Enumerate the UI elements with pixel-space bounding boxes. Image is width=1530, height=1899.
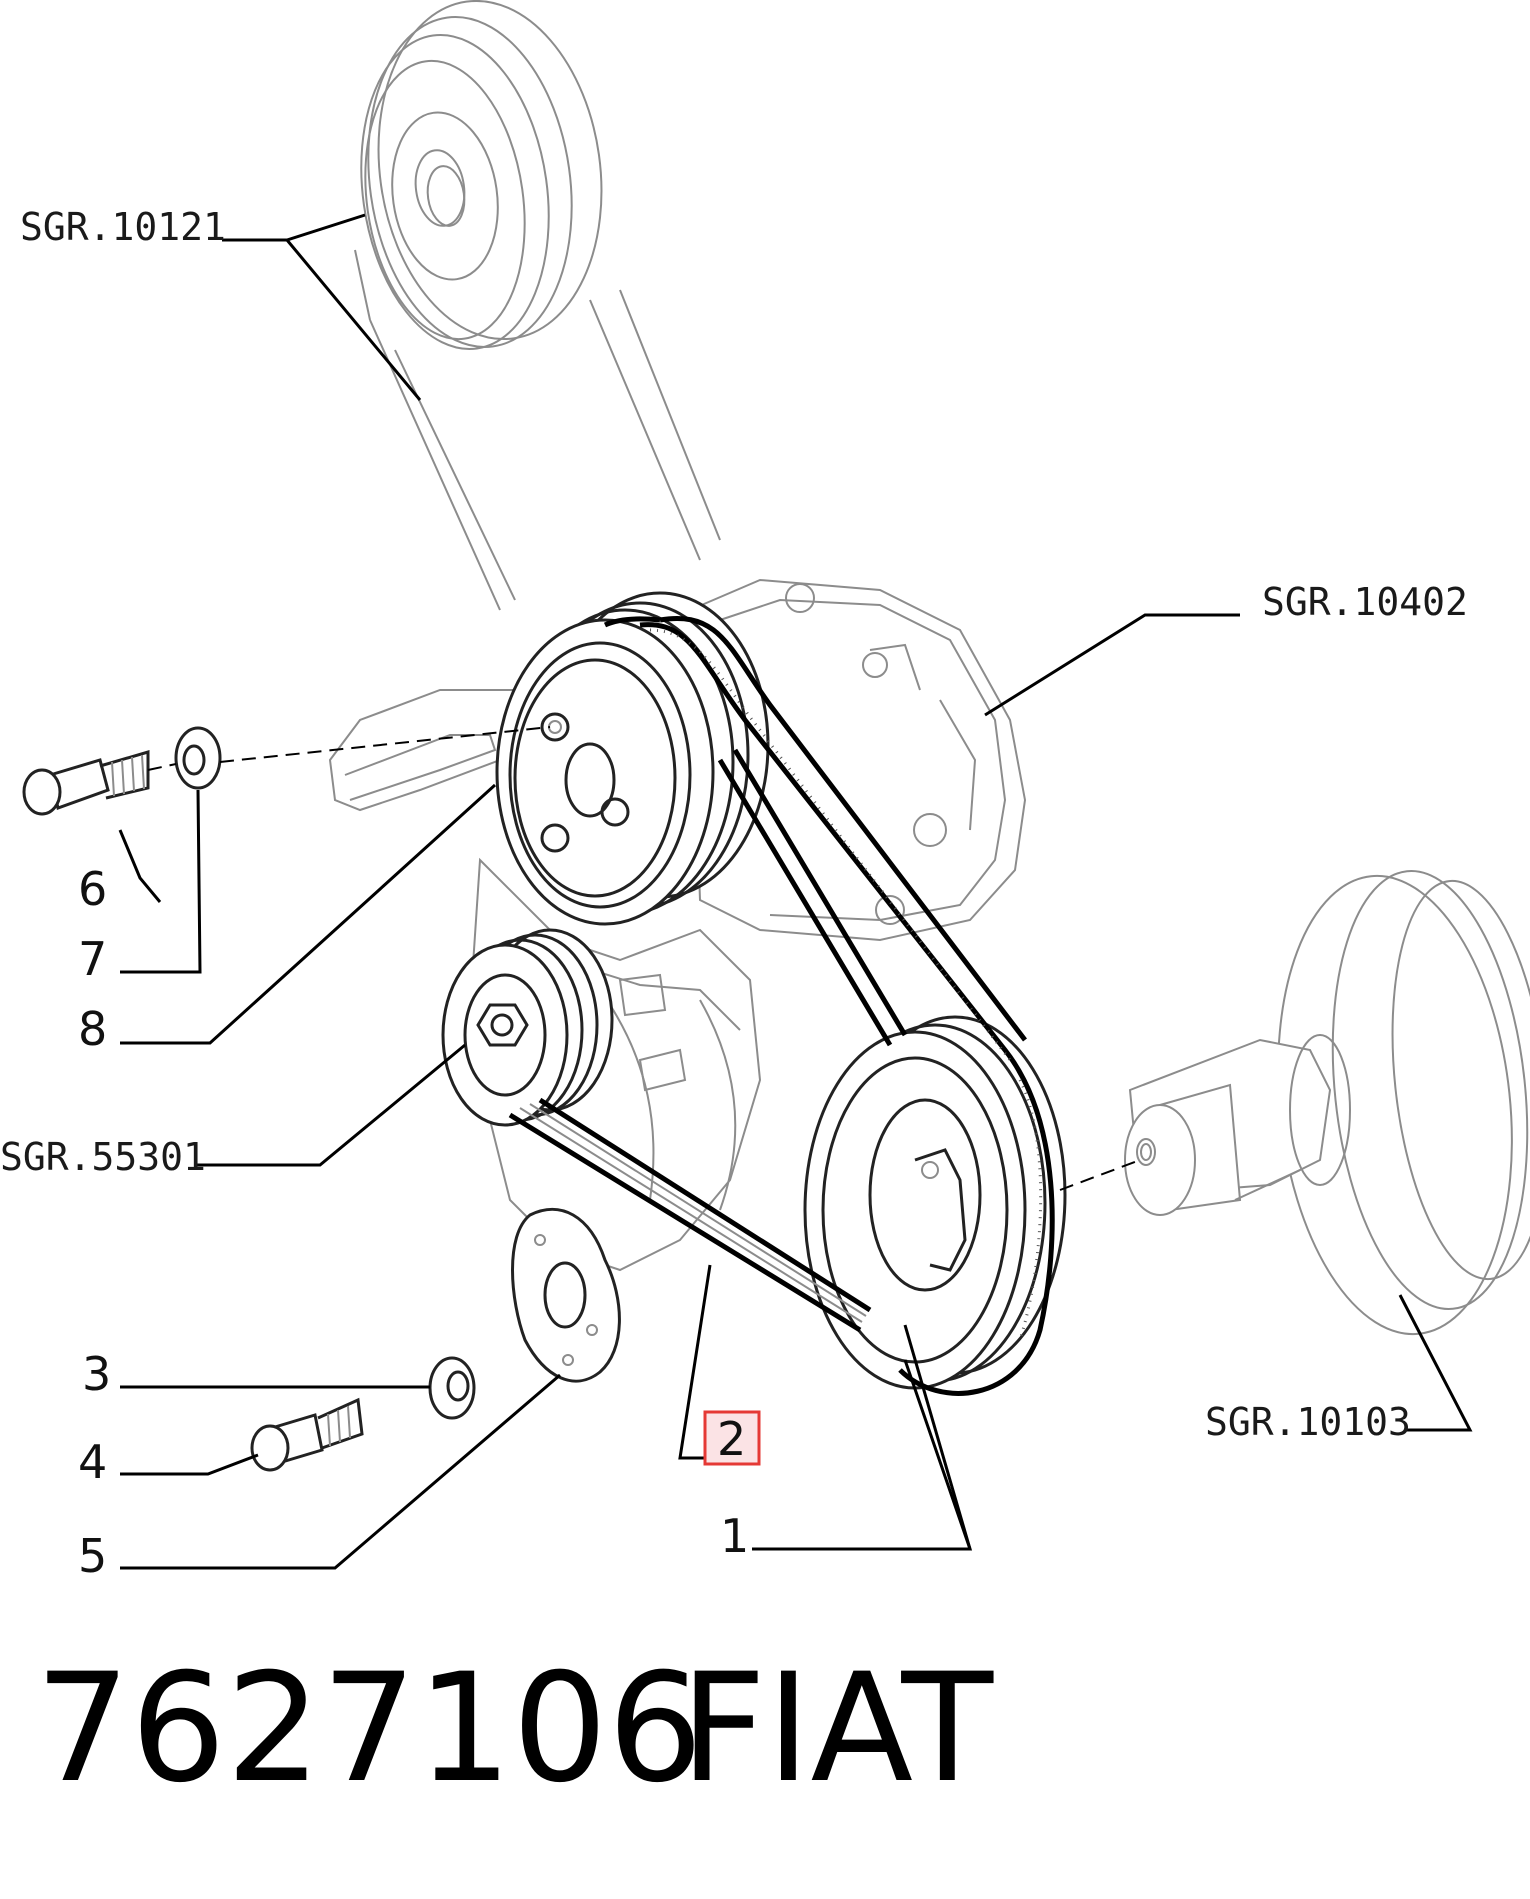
- tensioner-pulley-drawing: [441, 928, 614, 1127]
- callout-8: 8: [78, 1002, 107, 1056]
- callout-3: 3: [82, 1347, 111, 1401]
- ref-label-sgr-10121: SGR.10121: [20, 205, 226, 249]
- callout-2-highlight-box: [703, 1410, 761, 1466]
- callout-5: 5: [78, 1529, 107, 1583]
- washer-7-drawing: [174, 726, 222, 790]
- callout-2: 2: [717, 1412, 746, 1466]
- ref-label-sgr-10402: SGR.10402: [1262, 580, 1468, 624]
- callout-1: 1: [720, 1509, 749, 1563]
- crankshaft-drawing: [1124, 869, 1530, 1336]
- part-number: 7627106: [35, 1642, 703, 1816]
- callout-7: 7: [78, 932, 107, 986]
- crankshaft-pulley-drawing: [803, 1015, 1067, 1390]
- poly-v-belt-drawing: [508, 616, 1055, 1396]
- center-line-crank: [1059, 1159, 1141, 1191]
- upper-pulley-drawing: [354, 0, 721, 611]
- center-line-bolt-6: [147, 763, 177, 771]
- center-line-washer-7: [219, 726, 551, 763]
- bolt-4-drawing: [250, 1397, 364, 1472]
- flange-5-drawing: [511, 1207, 621, 1383]
- ref-label-sgr-55301: SGR.55301: [0, 1135, 206, 1179]
- alternator-pulley-drawing: [495, 591, 770, 926]
- washer-3-drawing: [428, 1356, 476, 1420]
- callout-6: 6: [78, 862, 107, 916]
- ref-label-sgr-10103: SGR.10103: [1205, 1400, 1411, 1444]
- callout-4: 4: [78, 1435, 107, 1489]
- brand-name: FIAT: [680, 1642, 994, 1816]
- leader-lines: [118, 213, 1473, 1570]
- bolt-6-drawing: [22, 750, 150, 816]
